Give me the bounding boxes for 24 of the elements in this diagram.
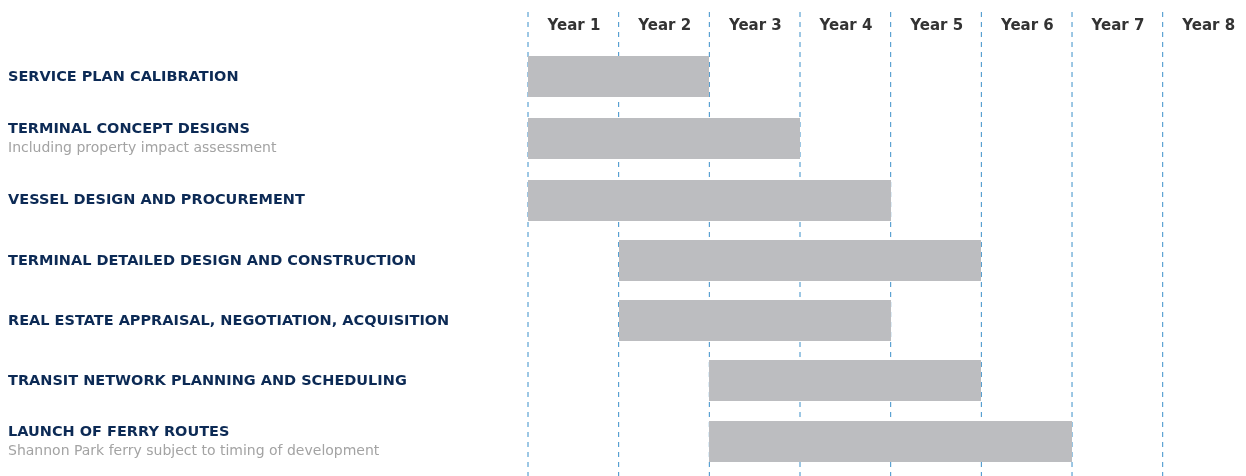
task-title: TERMINAL CONCEPT DESIGNS [8, 119, 251, 138]
timeline-bar [618, 300, 891, 341]
timeline-bar [709, 360, 982, 401]
timeline-bar [528, 118, 800, 159]
task-title: SERVICE PLAN CALIBRATION [8, 67, 240, 86]
year-label: Year 1 [546, 16, 602, 34]
task-title: TRANSIT NETWORK PLANNING AND SCHEDULING [8, 371, 408, 390]
timeline-bar [528, 56, 710, 97]
year-label: Year 8 [1181, 16, 1237, 34]
year-label: Year 4 [818, 16, 874, 34]
timeline-bar [709, 421, 1072, 462]
timeline-bar [528, 180, 891, 221]
timeline-bar [618, 240, 982, 281]
task-note: Including property impact assessment [8, 138, 278, 157]
year-label: Year 3 [727, 16, 783, 34]
task-note: Shannon Park ferry subject to timing of development [8, 441, 381, 460]
task-title: LAUNCH OF FERRY ROUTES [8, 422, 231, 441]
year-label: Year 6 [999, 16, 1055, 34]
year-label: Year 7 [1090, 16, 1146, 34]
year-label: Year 2 [637, 16, 693, 34]
task-title: REAL ESTATE APPRAISAL, NEGOTIATION, ACQUISITION [8, 311, 451, 330]
task-title: TERMINAL DETAILED DESIGN AND CONSTRUCTION [8, 251, 418, 270]
task-title: VESSEL DESIGN AND PROCUREMENT [8, 190, 306, 209]
year-label: Year 5 [909, 16, 965, 34]
